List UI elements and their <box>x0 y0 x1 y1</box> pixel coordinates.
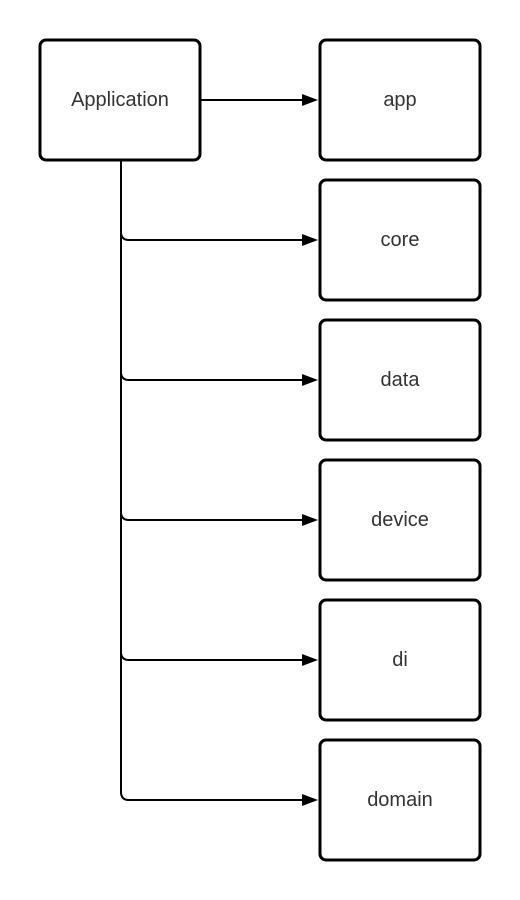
node-data-box <box>318 318 482 442</box>
node-di-label: di <box>392 649 408 671</box>
node-domain-box <box>318 738 482 862</box>
node-di: di <box>318 598 482 722</box>
node-app: app <box>318 38 482 162</box>
node-application-box <box>38 38 202 162</box>
node-domain-label: domain <box>367 789 433 811</box>
node-app-box <box>318 38 482 162</box>
connector-trunk <box>120 160 130 801</box>
connector-application-data <box>120 371 304 381</box>
node-domain: domain <box>318 738 482 862</box>
node-app-label: app <box>383 89 416 111</box>
connectors <box>120 94 318 806</box>
node-application-label: Application <box>71 89 169 111</box>
arrowhead-app <box>302 94 318 106</box>
node-core: core <box>318 178 482 302</box>
connector-application-device <box>120 511 304 521</box>
arrowhead-device <box>302 514 318 526</box>
node-core-box <box>318 178 482 302</box>
node-device: device <box>318 458 482 582</box>
arrowhead-domain <box>302 794 318 806</box>
connector-application-di <box>120 651 304 661</box>
arrowhead-core <box>302 234 318 246</box>
connector-application-core <box>120 231 304 241</box>
node-data: data <box>318 318 482 442</box>
node-device-box <box>318 458 482 582</box>
node-di-box <box>318 598 482 722</box>
node-core-label: core <box>381 229 420 251</box>
arrowhead-di <box>302 654 318 666</box>
node-device-label: device <box>371 509 429 531</box>
arrowhead-data <box>302 374 318 386</box>
node-data-label: data <box>381 369 421 391</box>
node-application: Application <box>38 38 202 162</box>
